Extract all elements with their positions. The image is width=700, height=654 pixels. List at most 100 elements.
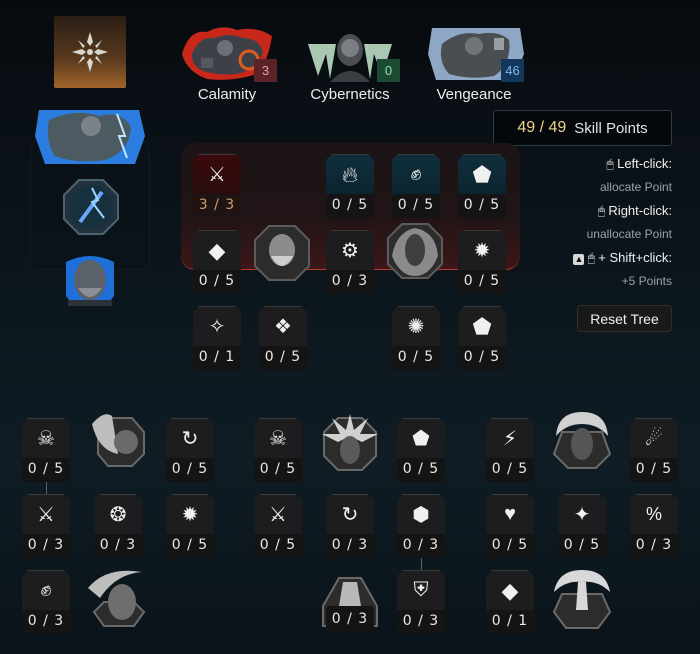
spec-tab-vengeance[interactable]: 46 Vengeance (419, 24, 529, 103)
skill-node[interactable]: ✊︎ 0 / 5 (392, 154, 440, 218)
bearded-warrior-icon (66, 256, 114, 306)
shield-bomb-icon: ⬢ (412, 504, 430, 526)
pentagon-shield-icon: ⬟ (472, 161, 492, 187)
skill-node[interactable]: ✺ 0 / 5 (392, 306, 440, 370)
gear-pentagon-icon: ❂ (109, 504, 127, 526)
spec-name: Cybernetics (310, 86, 390, 103)
skill-rank: 0 / 5 (458, 344, 506, 370)
skill-node[interactable]: ⬟ 0 / 5 (458, 306, 506, 370)
skill-rank: 0 / 1 (193, 344, 241, 370)
lightning-sword-node[interactable] (62, 178, 120, 236)
skill-node[interactable]: ✹ 0 / 5 (458, 230, 506, 294)
skill-node[interactable]: ⚔ 0 / 3 (22, 494, 70, 558)
heart-fist-icon: ♥ (504, 503, 516, 525)
keystone-node[interactable] (320, 412, 380, 474)
spec-points-badge: 0 (377, 59, 400, 82)
skill-node[interactable]: ☠ 0 / 5 (22, 418, 70, 482)
keystone-node[interactable] (550, 568, 614, 632)
vengeance-spec-art[interactable] (35, 106, 145, 166)
skill-node[interactable]: ✦ 0 / 5 (558, 494, 606, 558)
bearded-warrior-node[interactable] (60, 252, 120, 308)
skill-node[interactable]: ☄ 0 / 5 (630, 418, 678, 482)
spec-tab-calamity[interactable]: 3 Calamity (172, 24, 282, 103)
skill-node[interactable]: % 0 / 3 (630, 494, 678, 558)
fire-bolt-icon: ⚡︎ (502, 428, 518, 450)
skill-node[interactable]: ☠ 0 / 5 (254, 418, 302, 482)
skill-node[interactable]: ⬟ 0 / 5 (458, 154, 506, 218)
skill-rank: 0 / 5 (254, 456, 302, 482)
reset-tree-button[interactable]: Reset Tree (577, 305, 672, 332)
skill-rank: 0 / 3 (22, 608, 70, 634)
skill-points-box: 49 / 49 Skill Points (493, 110, 672, 146)
diamond-wings-icon: ❖ (274, 316, 292, 338)
skill-rank: 0 / 3 (326, 606, 374, 632)
node-connector (46, 482, 47, 494)
skill-node[interactable]: 🔥︎ 0 / 5 (326, 154, 374, 218)
skill-rank: 0 / 3 (326, 268, 374, 294)
shield-fist-icon: ⬟ (472, 313, 492, 339)
skill-rank: 0 / 5 (486, 456, 534, 482)
skill-rank: 0 / 5 (326, 192, 374, 218)
skull-icon: ☠ (269, 428, 287, 450)
rocket-icon: ☄ (645, 428, 663, 450)
diamond-spiral-icon: ◆ (208, 237, 226, 263)
skill-node[interactable]: ⚔ 3 / 3 (193, 154, 241, 218)
skill-rank: 0 / 3 (397, 532, 445, 558)
left-click-help: 🖱︎ Left-click: (606, 156, 672, 171)
skill-node[interactable]: ⚔ 0 / 5 (254, 494, 302, 558)
skill-node[interactable]: ♥ 0 / 5 (486, 494, 534, 558)
skill-rank: 0 / 5 (22, 456, 70, 482)
keystone-node[interactable] (386, 222, 444, 280)
lightning-sword-icon (63, 179, 119, 235)
cybernetics-warrior-icon (308, 34, 392, 82)
skill-rank: 0 / 5 (458, 192, 506, 218)
bearded-portrait-icon (254, 225, 310, 281)
skill-rank: 0 / 3 (397, 608, 445, 634)
spec-name: Calamity (197, 86, 257, 103)
spec-points-badge: 46 (501, 59, 524, 82)
calamity-warrior-icon (182, 27, 272, 80)
skill-node[interactable]: ❖ 0 / 5 (259, 306, 307, 370)
skill-node[interactable]: ⬢ 0 / 3 (397, 494, 445, 558)
keystone-node[interactable] (552, 410, 612, 472)
class-emblem (54, 16, 126, 88)
skill-rank: 0 / 5 (392, 192, 440, 218)
skill-node[interactable]: ✧ 0 / 1 (193, 306, 241, 370)
spiked-crest-icon (72, 32, 108, 72)
skill-node[interactable]: ◆ 0 / 1 (486, 570, 534, 634)
skill-node[interactable]: ✹ 0 / 5 (166, 494, 214, 558)
skill-node[interactable]: ✊︎ 0 / 3 (22, 570, 70, 634)
keystone-node[interactable] (86, 568, 150, 630)
blade-fist-icon (92, 414, 145, 467)
diamond-percent-icon: ◆ (501, 577, 519, 603)
skill-node[interactable]: ⬟ 0 / 5 (397, 418, 445, 482)
cybernetics-art: 0 (300, 24, 400, 82)
node-connector (421, 558, 422, 570)
spec-points-badge: 3 (254, 59, 277, 82)
halo-spikes-icon: ✧ (208, 316, 226, 338)
hooded-head-icon (552, 412, 612, 469)
skill-node[interactable]: ❂ 0 / 3 (94, 494, 142, 558)
skill-node[interactable]: ⚙ 0 / 3 (326, 230, 374, 294)
flame-icon: 🔥︎ (341, 161, 359, 187)
skill-rank: 0 / 5 (254, 532, 302, 558)
spike-cluster-icon: ✦ (573, 504, 591, 526)
skill-points-label: Skill Points (574, 119, 648, 137)
burst-clock-icon: ✺ (407, 316, 425, 338)
skill-node[interactable]: ↻ 0 / 3 (326, 494, 374, 558)
skill-node[interactable]: ◆ 0 / 5 (193, 230, 241, 294)
skill-node[interactable]: ⛨ 0 / 3 (397, 570, 445, 634)
skill-node[interactable]: ↻ 0 / 5 (166, 418, 214, 482)
right-click-help: 🖱︎ Right-click: (597, 203, 672, 218)
keystone-node[interactable] (88, 410, 146, 468)
fist-burst-icon: ✹ (473, 240, 491, 262)
skill-rank: 0 / 1 (486, 608, 534, 634)
skill-rank: 0 / 5 (193, 268, 241, 294)
skill-node-keystone[interactable]: 0 / 3 (321, 576, 379, 634)
skill-node[interactable]: ⚡︎ 0 / 5 (486, 418, 534, 482)
shield-wings-icon: ⚔ (208, 164, 226, 186)
spec-tab-cybernetics[interactable]: 0 Cybernetics (295, 24, 405, 103)
keystone-node[interactable] (253, 224, 311, 282)
skill-rank: 0 / 5 (558, 532, 606, 558)
skill-rank: 0 / 5 (397, 456, 445, 482)
